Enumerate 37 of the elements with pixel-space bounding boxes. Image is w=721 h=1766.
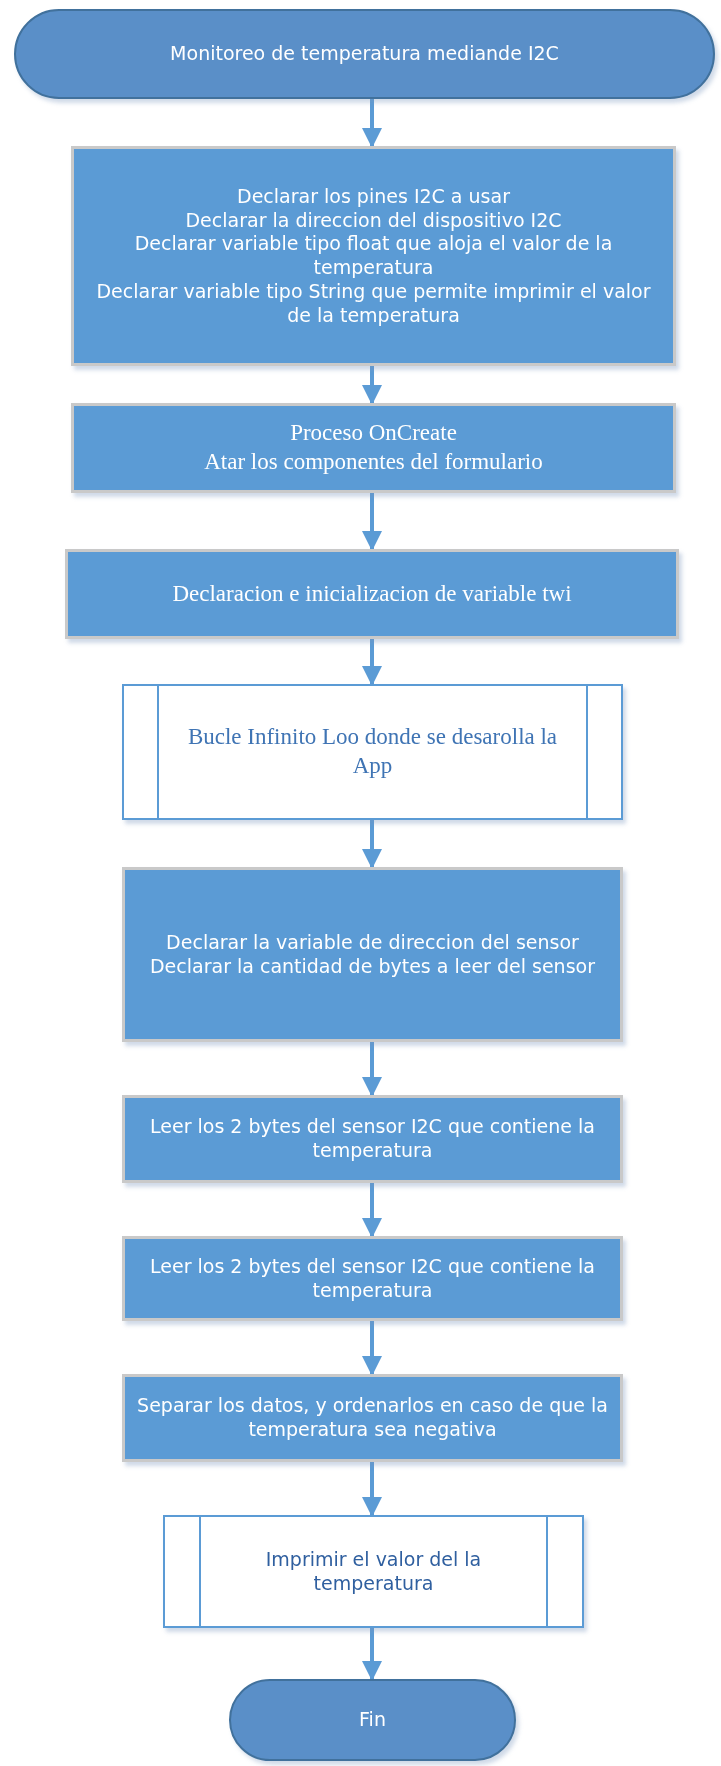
- process-box: [122, 867, 623, 1042]
- arrow: [362, 639, 382, 686]
- node-text: Bucle Infinito Loo donde se desarolla la App: [186, 723, 559, 780]
- node-text: Declarar variable tipo String que permite imprimir el valor de la temperatura: [95, 279, 652, 328]
- process-box: [122, 1236, 623, 1321]
- terminal-box: [229, 1679, 516, 1761]
- arrow: [362, 99, 382, 148]
- node-text: Declaracion e inicializacion de variable twi: [172, 579, 572, 608]
- terminal-box: [14, 9, 715, 99]
- subprocess-box: [163, 1515, 584, 1628]
- arrow: [362, 1462, 382, 1517]
- arrow: [362, 1183, 382, 1238]
- process-box: [71, 403, 676, 493]
- node-text: Fin: [359, 1708, 386, 1732]
- node-text: Monitoreo de temperatura mediande I2C: [170, 42, 559, 66]
- arrow: [362, 1321, 382, 1376]
- arrow: [362, 820, 382, 869]
- node-text: Imprimir el valor del la temperatura: [264, 1547, 483, 1596]
- node-text: Declarar los pines I2C a usar: [237, 184, 510, 209]
- node-text: Declarar la variable de direccion del sensor: [166, 930, 579, 955]
- node-text: Separar los datos, y ordenarlos en caso de que la temperatura sea negativa: [137, 1394, 608, 1442]
- node-text: Declarar la cantidad de bytes a leer del sensor: [150, 954, 595, 979]
- process-box: [122, 1374, 623, 1462]
- arrow: [362, 1628, 382, 1681]
- node-text: Declarar variable tipo float que aloja el valor de la temperatura: [133, 232, 614, 280]
- process-box: [71, 146, 676, 366]
- node-text: Declarar la direccion del dispositivo I2C: [185, 208, 562, 233]
- subprocess-box: [122, 684, 623, 820]
- arrow: [362, 1042, 382, 1097]
- node-text: Atar los componentes del formulario: [204, 448, 543, 476]
- arrow: [362, 366, 382, 405]
- node-text: Leer los 2 bytes del sensor I2C que contiene la temperatura: [149, 1115, 596, 1163]
- node-text: Leer los 2 bytes del sensor I2C que contiene la temperatura: [149, 1254, 596, 1303]
- arrow: [362, 493, 382, 551]
- node-text: Proceso OnCreate: [290, 419, 457, 448]
- process-box: [65, 549, 679, 639]
- process-box: [122, 1095, 623, 1183]
